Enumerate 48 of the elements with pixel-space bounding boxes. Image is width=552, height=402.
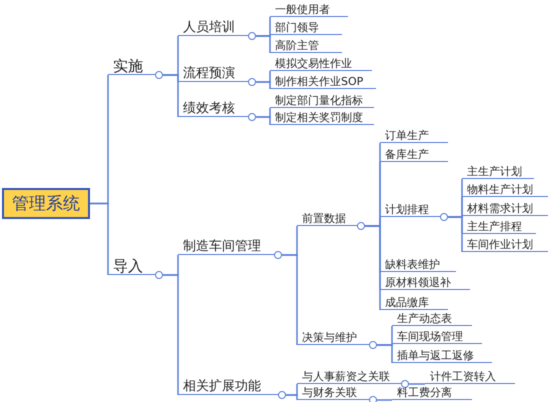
connector-line — [377, 344, 393, 363]
topic-label: 高阶主管 — [275, 40, 319, 52]
topic-label: 原材料领退补 — [385, 276, 451, 289]
topic-label: 物料生产计划 — [467, 184, 533, 196]
topic-label: 备库生产 — [385, 148, 429, 161]
connector-line — [409, 383, 426, 385]
connector-line — [163, 274, 179, 395]
topic-label: 主生产排程 — [467, 220, 522, 233]
topic-label: 制定部门量化指标 — [275, 94, 363, 107]
connector-line — [256, 116, 271, 125]
topic-label: 人员培训 — [183, 20, 235, 35]
topic-label: 决策与维护 — [302, 332, 357, 344]
topic-label: 导入 — [113, 258, 143, 274]
connector-line — [377, 399, 393, 401]
topic-label: 前置数据 — [302, 212, 346, 225]
topic-label: 实施 — [113, 58, 143, 74]
topic-label: 制定相关奖罚制度 — [275, 112, 363, 124]
connector-line — [256, 81, 271, 89]
topic-label: 成品缴库 — [385, 296, 429, 309]
topic-label: 车间作业计划 — [467, 238, 533, 251]
topic-label: 流程预演 — [183, 66, 235, 81]
connector-line — [90, 202, 109, 275]
topic-label: 计划排程 — [385, 204, 429, 216]
connector-line — [448, 216, 463, 252]
topic-label: 相关扩展功能 — [183, 380, 261, 394]
topic-label: 绩效考核 — [183, 102, 235, 116]
connector-line — [286, 394, 298, 400]
topic-label: 插单与返工返修 — [397, 350, 474, 362]
topic-label: 材料需求计划 — [467, 202, 533, 215]
topic-label: 主生产计划 — [467, 166, 522, 178]
topic-label: 生产动态表 — [397, 312, 452, 325]
connector-line — [365, 225, 381, 310]
topic-label: 计件工资转入 — [430, 370, 496, 383]
topic-label: 制造车间管理 — [183, 240, 261, 254]
connector-line — [163, 74, 179, 117]
root-box: 管理系统 — [2, 188, 90, 219]
connector-line — [282, 254, 298, 345]
topic-label: 料工费分离 — [397, 386, 452, 399]
topic-label: 与财务关联 — [302, 386, 357, 399]
topic-label: 缺料表维护 — [385, 258, 440, 271]
topic-label: 部门领导 — [275, 22, 319, 34]
topic-label: 与人事薪资之关联 — [302, 370, 390, 383]
topic-label: 车间现场管理 — [397, 330, 463, 343]
connector-line — [256, 35, 271, 53]
topic-label: 一般使用者 — [275, 4, 330, 16]
topic-label: 制作相关作业SOP — [275, 76, 364, 88]
topic-label: 订单生产 — [385, 130, 429, 142]
topic-label: 模拟交易性作业 — [275, 58, 352, 70]
